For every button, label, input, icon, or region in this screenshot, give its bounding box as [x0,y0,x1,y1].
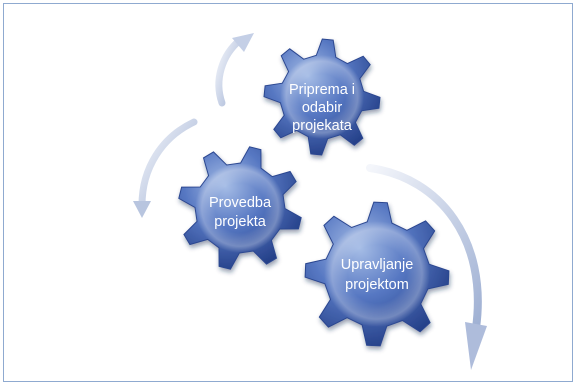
gear-highlight [195,163,285,253]
arrow-top-left [215,33,254,107]
gear-label-line: projekta [214,214,267,230]
gear-highlight [280,55,364,139]
gear-label-line: projekata [292,118,353,134]
arrow-left [133,118,198,218]
gear-provedba: Provedba projekta [178,146,302,270]
gear-label-line: Provedba [209,195,272,211]
gear-label-line: projektom [345,277,409,293]
gear-label-line: odabir [302,100,342,116]
gear-label-line: Priprema i [289,82,355,98]
gear-priprema: Priprema i odabir projekata [263,38,381,156]
gear-label-line: Upravljanje [341,257,414,273]
arrow-right [366,164,487,370]
gear-highlight [324,221,430,327]
gear-upravljanje: Upravljanje projektom [304,201,450,347]
